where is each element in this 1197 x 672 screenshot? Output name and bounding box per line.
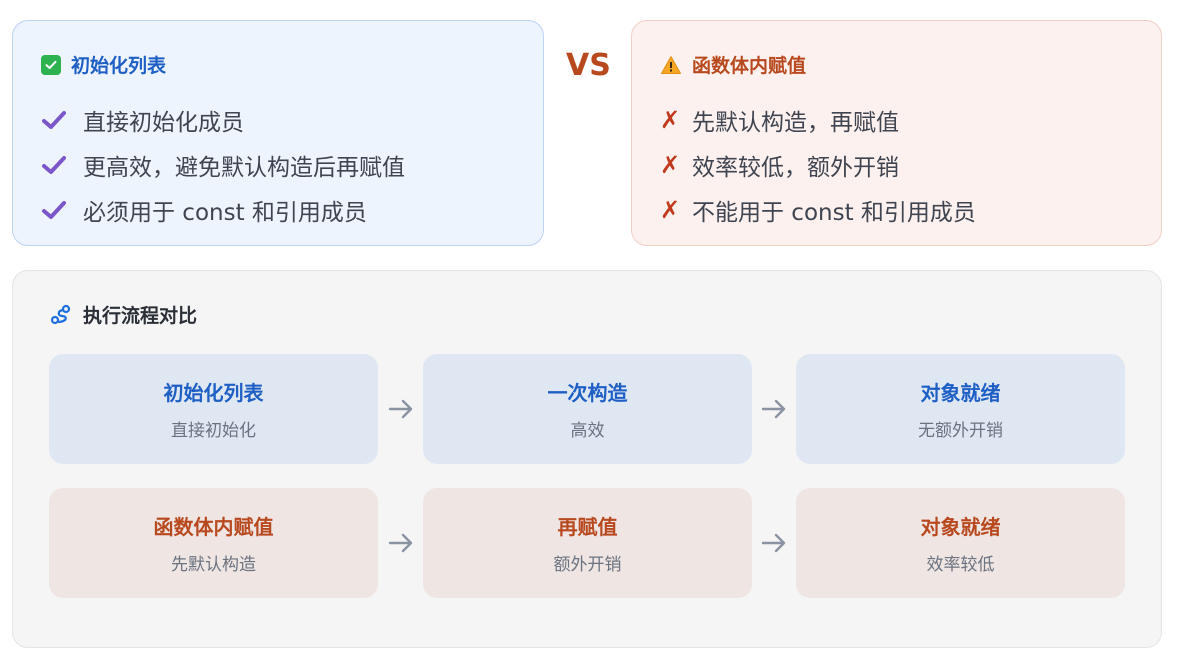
flow-step-title: 对象就绪 [920,381,1001,405]
warning-icon [660,55,682,75]
body-assignment-card-title: 函数体内赋值 [692,55,807,77]
cross-icon: ✗ [660,150,681,179]
list-item-text: 效率较低，额外开销 [692,154,899,181]
arrow-right-icon [388,533,413,553]
vs-label: VS [566,48,611,83]
list-item: ✗ 效率较低，额外开销 [660,142,976,187]
arrow-right-icon [761,533,786,553]
init-list-card-title: 初始化列表 [71,55,167,77]
flow-step-init-list: 初始化列表 直接初始化 [49,354,378,464]
flow-comparison-title: 执行流程对比 [83,305,198,327]
cross-icon: ✗ [660,195,681,224]
list-item: ✗ 不能用于 const 和引用成员 [660,187,976,232]
flow-step-subtitle: 直接初始化 [171,421,256,441]
flow-step-title: 对象就绪 [920,515,1001,539]
flow-step-single-construction: 一次构造 高效 [423,354,752,464]
flow-step-title: 一次构造 [547,381,628,405]
body-assignment-drawbacks: ✗ 先默认构造，再赋值 ✗ 效率较低，额外开销 ✗ 不能用于 const 和引用… [660,97,976,232]
list-item: 更高效，避免默认构造后再赋值 [41,142,405,187]
init-list-card-header: 初始化列表 [41,51,166,78]
init-list-card: 初始化列表 直接初始化成员 更高效，避免默认构造后再赋值 必须用于 const … [12,20,544,246]
list-item-text: 更高效，避免默认构造后再赋值 [83,154,405,181]
list-item: 直接初始化成员 [41,97,405,142]
flow-step-title: 再赋值 [557,515,618,539]
flow-comparison-panel: 执行流程对比 初始化列表 直接初始化 一次构造 高效 对象就绪 无额外开销 函数… [12,270,1162,648]
list-item: ✗ 先默认构造，再赋值 [660,97,976,142]
list-item-text: 直接初始化成员 [83,109,244,136]
arrow-right-icon [761,399,786,419]
flow-step-title: 初始化列表 [163,381,264,405]
flow-step-subtitle: 无额外开销 [918,421,1003,441]
flow-step-subtitle: 高效 [570,421,605,441]
flow-step-object-ready: 对象就绪 无额外开销 [796,354,1125,464]
list-item-text: 不能用于 const 和引用成员 [692,199,976,226]
cross-icon: ✗ [660,105,681,134]
checkmark-icon [41,108,67,132]
list-item-text: 先默认构造，再赋值 [692,109,899,136]
flow-step-subtitle: 先默认构造 [171,555,256,575]
init-list-advantages: 直接初始化成员 更高效，避免默认构造后再赋值 必须用于 const 和引用成员 [41,97,405,232]
body-assignment-card: 函数体内赋值 ✗ 先默认构造，再赋值 ✗ 效率较低，额外开销 ✗ 不能用于 co… [631,20,1162,246]
checkmark-icon [41,153,67,177]
body-assignment-card-header: 函数体内赋值 [660,51,806,78]
flow-step-subtitle: 额外开销 [553,555,622,575]
flow-comparison-header: 执行流程对比 [49,301,197,328]
list-item-text: 必须用于 const 和引用成员 [83,199,367,226]
list-item: 必须用于 const 和引用成员 [41,187,405,232]
flow-step-subtitle: 效率较低 [926,555,995,575]
flow-step-object-ready: 对象就绪 效率较低 [796,488,1125,598]
arrow-right-icon [388,399,413,419]
flow-step-body-assignment: 函数体内赋值 先默认构造 [49,488,378,598]
route-icon [49,303,73,327]
flow-step-reassign: 再赋值 额外开销 [423,488,752,598]
checkmark-icon [41,198,67,222]
flow-step-title: 函数体内赋值 [153,515,274,539]
check-box-icon [41,54,61,75]
